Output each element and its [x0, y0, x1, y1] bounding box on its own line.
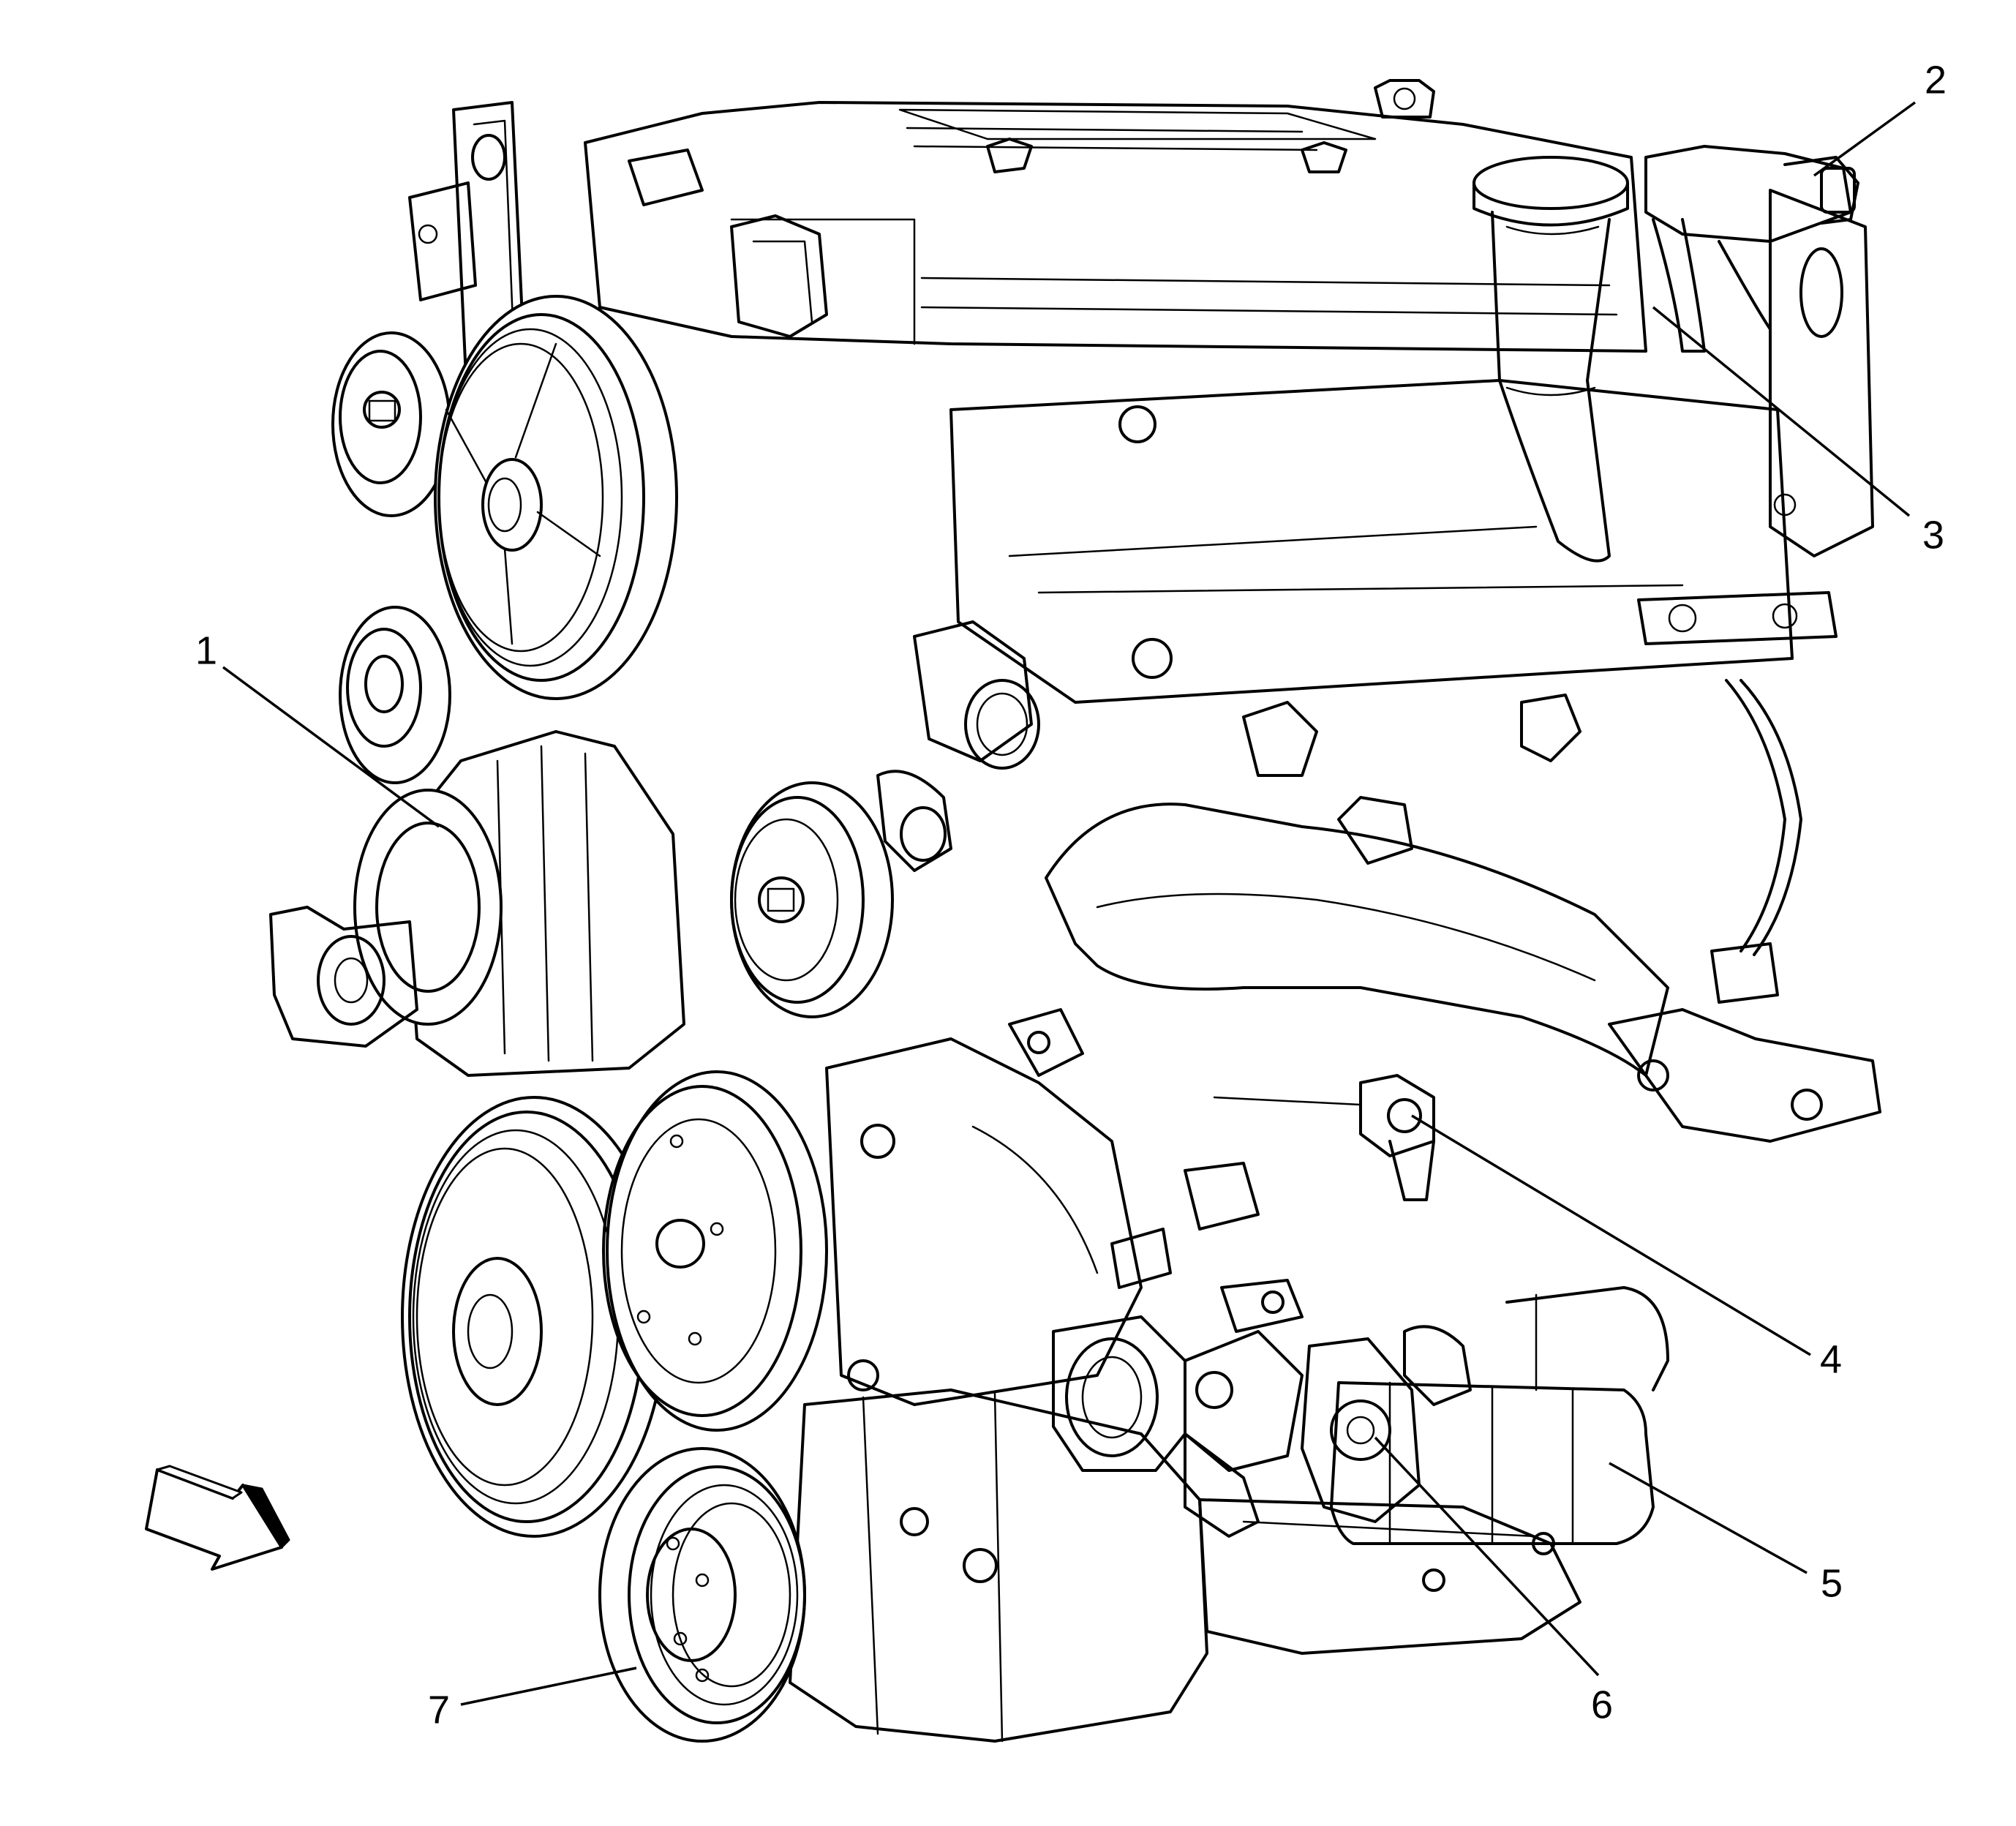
thermostat-housing: [1052, 1315, 1304, 1538]
callout-3: 3: [1922, 513, 1944, 557]
callout-5: 5: [1821, 1561, 1843, 1605]
callout-2: 2: [1925, 58, 1947, 102]
leader-line-4: [1411, 1114, 1811, 1356]
front-direction-arrow-icon: [145, 1465, 290, 1571]
callout-7: 7: [428, 1688, 450, 1732]
oil-fill-tube: [1472, 156, 1629, 563]
oxygen-sensor-harness: [1710, 679, 1802, 1004]
leader-line-3: [1652, 306, 1911, 517]
water-pump-pulley: [602, 1070, 828, 1432]
generator-housing: [353, 730, 685, 1077]
belt-idler-pulley-center: [730, 781, 894, 1018]
tensioner-bracket: [269, 906, 418, 1048]
callout-4: 4: [1820, 1337, 1842, 1381]
upper-intake-manifold: [584, 79, 1647, 353]
leader-lines: [222, 101, 1917, 1706]
crankshaft-balancer: [401, 1096, 667, 1538]
oil-pan: [1198, 1498, 1581, 1655]
leader-line-1: [222, 666, 440, 828]
right-engine-mount-bracket: [1769, 189, 1874, 557]
callout-6: 6: [1591, 1683, 1613, 1727]
exhaust-crossover-pipe: [1045, 803, 1881, 1143]
coolant-outlet-upper: [876, 620, 1040, 872]
front-cover: [825, 1037, 1143, 1406]
callout-labels: 1 2 3 4 5 6 7: [195, 58, 1947, 1732]
ac-compressor: [598, 1389, 1208, 1743]
engine-illustration: [269, 79, 1881, 1743]
valve-cover-right: [949, 379, 1838, 704]
engine-wiring-connectors: [628, 149, 1581, 1289]
leader-line-2: [1813, 101, 1917, 177]
leader-line-7: [460, 1667, 637, 1706]
starter-solenoid: [1220, 1279, 1421, 1523]
leader-line-6: [1374, 1436, 1600, 1677]
idler-pulley-lower: [339, 606, 451, 784]
coolant-temperature-sensor: [1213, 1074, 1435, 1201]
power-steering-pump-pulley: [434, 295, 678, 700]
leader-line-5: [1609, 1462, 1808, 1574]
idler-pulley-upper: [331, 331, 451, 517]
throttle-body-connector: [1644, 145, 1859, 353]
callout-1: 1: [195, 628, 217, 672]
starter-motor: [1330, 1286, 1669, 1545]
